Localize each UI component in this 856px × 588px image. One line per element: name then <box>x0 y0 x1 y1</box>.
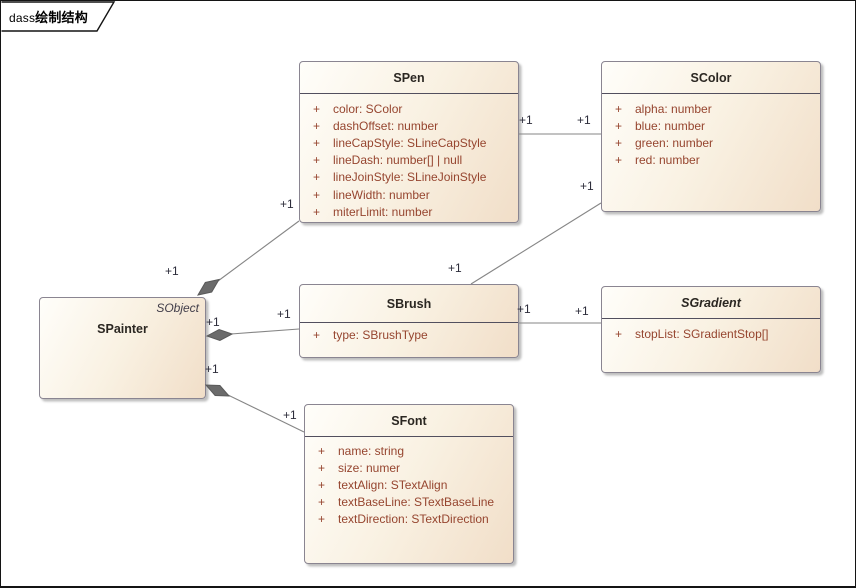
multiplicity-label: +1 <box>165 264 179 278</box>
visibility-marker: + <box>313 187 321 202</box>
multiplicity-label: +1 <box>448 261 462 275</box>
attribute-row: + textBaseLine: STextBaseLine <box>305 494 513 511</box>
class-title: SFont <box>391 413 427 428</box>
attribute-row: + lineCapStyle: SLineCapStyle <box>300 134 518 151</box>
attribute-text: green: number <box>635 135 714 150</box>
edge-spainter-sbrush <box>230 328 300 335</box>
visibility-marker: + <box>615 101 623 116</box>
visibility-marker: + <box>615 326 623 341</box>
attribute-text: red: number <box>635 153 700 168</box>
class-header: SGradient <box>602 287 820 319</box>
attribute-row: + blue: number <box>602 117 820 134</box>
attribute-text: textAlign: STextAlign <box>338 477 448 492</box>
attribute-row: + textDirection: STextDirection <box>305 511 513 528</box>
visibility-marker: + <box>318 495 326 510</box>
attribute-text: miterLimit: number <box>333 204 433 219</box>
visibility-marker: + <box>318 512 326 527</box>
class-header: SColor <box>602 62 820 94</box>
class-scolor[interactable]: SColor + alpha: number + blue: number + … <box>601 61 821 212</box>
class-spainter[interactable]: SObject SPainter <box>39 297 206 399</box>
class-attributes: + alpha: number + blue: number + green: … <box>602 94 820 169</box>
multiplicity-label: +1 <box>577 113 591 127</box>
attribute-row: + textAlign: STextAlign <box>305 476 513 493</box>
visibility-marker: + <box>313 118 321 133</box>
edge-spainter-spen <box>217 220 300 282</box>
attribute-text: lineWidth: number <box>333 187 430 202</box>
class-title-row: SPainter <box>40 320 205 338</box>
class-title: SGradient <box>681 295 741 310</box>
attribute-text: stopList: SGradientStop[] <box>635 326 769 341</box>
attribute-text: size: numer <box>338 460 401 475</box>
visibility-marker: + <box>318 460 326 475</box>
attribute-row: + size: numer <box>305 459 513 476</box>
attribute-row: + miterLimit: number <box>300 203 518 220</box>
attribute-text: blue: number <box>635 118 706 133</box>
composition-diamond-sbrush <box>205 328 234 342</box>
multiplicity-label: +1 <box>277 307 291 321</box>
multiplicity-label: +1 <box>283 408 297 422</box>
frame-title-cn: 绘制结构 <box>35 10 88 25</box>
class-header: SPen <box>300 62 518 94</box>
attribute-row: + stopList: SGradientStop[] <box>602 325 820 342</box>
multiplicity-label: +1 <box>575 304 589 318</box>
class-spen[interactable]: SPen + color: SColor + dashOffset: numbe… <box>299 61 519 223</box>
multiplicity-label: +1 <box>519 113 533 127</box>
class-title: SPen <box>393 70 425 85</box>
class-header: SBrush <box>300 285 518 323</box>
multiplicity-label: +1 <box>580 179 594 193</box>
visibility-marker: + <box>313 327 321 342</box>
class-sfont[interactable]: SFont + name: string + size: numer + tex… <box>304 404 514 564</box>
class-attributes: + stopList: SGradientStop[] <box>602 319 820 342</box>
attribute-text: lineDash: number[] | null <box>333 153 463 168</box>
visibility-marker: + <box>615 135 623 150</box>
class-attributes: + type: SBrushType <box>300 323 518 343</box>
attribute-text: textDirection: STextDirection <box>338 512 489 527</box>
visibility-marker: + <box>313 135 321 150</box>
class-sbrush[interactable]: SBrush + type: SBrushType <box>299 284 519 358</box>
composition-diamond-spen <box>196 278 221 296</box>
attribute-text: color: SColor <box>333 101 403 116</box>
visibility-marker: + <box>313 170 321 185</box>
attribute-row: + green: number <box>602 134 820 151</box>
visibility-marker: + <box>615 153 623 168</box>
frame-title-prefix: dass <box>9 11 36 25</box>
attribute-text: alpha: number <box>635 101 712 116</box>
attribute-row: + color: SColor <box>300 100 518 117</box>
visibility-marker: + <box>615 118 623 133</box>
visibility-marker: + <box>318 477 326 492</box>
attribute-row: + lineWidth: number <box>300 186 518 203</box>
multiplicity-label: +1 <box>206 315 220 329</box>
attribute-text: dashOffset: number <box>333 118 439 133</box>
class-header: SFont <box>305 405 513 437</box>
attribute-row: + name: string <box>305 442 513 459</box>
attribute-row: + lineDash: number[] | null <box>300 152 518 169</box>
attribute-row: + alpha: number <box>602 100 820 117</box>
class-title: SColor <box>690 70 732 85</box>
attribute-row: + lineJoinStyle: SLineJoinStyle <box>300 169 518 186</box>
class-title: SBrush <box>386 296 432 311</box>
composition-diamond-sfont <box>204 384 231 397</box>
visibility-marker: + <box>313 204 321 219</box>
frame-title: dass绘制结构 <box>9 7 88 26</box>
class-attributes: + name: string + size: numer + textAlign… <box>305 437 513 528</box>
attribute-text: lineJoinStyle: SLineJoinStyle <box>333 170 487 185</box>
attribute-text: lineCapStyle: SLineCapStyle <box>333 135 487 150</box>
class-sgradient[interactable]: SGradient + stopList: SGradientStop[] <box>601 286 821 373</box>
multiplicity-label: +1 <box>205 362 219 376</box>
visibility-marker: + <box>313 153 321 168</box>
stereotype-label: SObject <box>156 301 199 315</box>
class-attributes: + color: SColor + dashOffset: number + l… <box>300 94 518 220</box>
attribute-row: + dashOffset: number <box>300 117 518 134</box>
visibility-marker: + <box>318 443 326 458</box>
attribute-row: + type: SBrushType <box>300 326 518 343</box>
multiplicity-label: +1 <box>280 197 294 211</box>
multiplicity-label: +1 <box>517 302 531 316</box>
attribute-text: type: SBrushType <box>333 327 428 342</box>
attribute-text: name: string <box>338 443 405 458</box>
attribute-text: textBaseLine: STextBaseLine <box>338 495 495 510</box>
class-title: SPainter <box>97 322 148 336</box>
visibility-marker: + <box>313 101 321 116</box>
attribute-row: + red: number <box>602 152 820 169</box>
